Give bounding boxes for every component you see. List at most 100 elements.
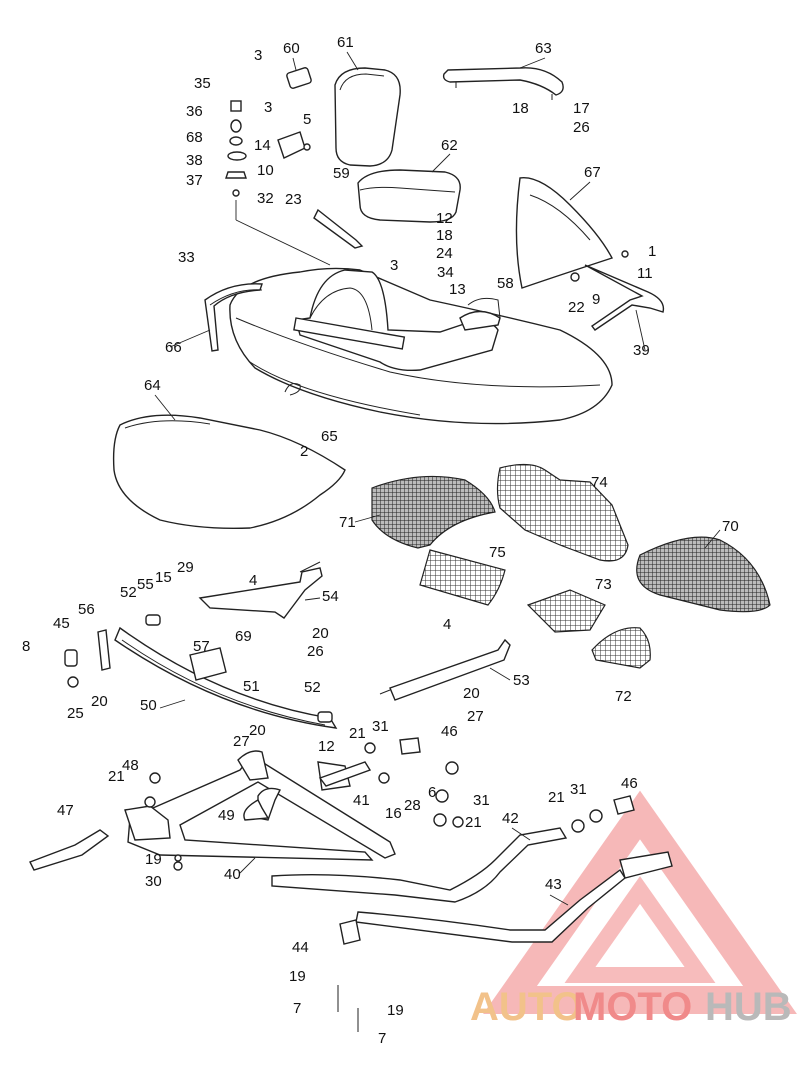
callout-11: 11 xyxy=(637,265,653,282)
callout-18: 18 xyxy=(436,227,453,244)
callout-20: 20 xyxy=(463,685,480,702)
callout-67: 67 xyxy=(584,164,601,181)
callout-41: 41 xyxy=(353,792,370,809)
callout-2: 2 xyxy=(300,443,308,460)
callout-27: 27 xyxy=(233,733,250,750)
sidecar-body xyxy=(204,267,613,425)
mesh-panel-70 xyxy=(636,536,771,613)
callout-26: 26 xyxy=(573,119,590,136)
callout-63: 63 xyxy=(535,40,552,57)
callout-26: 26 xyxy=(307,643,324,660)
callout-17: 17 xyxy=(573,100,590,117)
callout-58: 58 xyxy=(497,275,514,292)
callout-31: 31 xyxy=(372,718,389,735)
callout-7: 7 xyxy=(293,1000,301,1017)
callout-3: 3 xyxy=(264,99,272,116)
callout-8: 8 xyxy=(22,638,30,655)
callout-13: 13 xyxy=(449,281,466,298)
callout-19: 19 xyxy=(387,1002,404,1019)
fasteners xyxy=(144,742,603,871)
callout-56: 56 xyxy=(78,601,95,618)
callout-62: 62 xyxy=(441,137,458,154)
callout-46: 46 xyxy=(441,723,458,740)
callout-22: 22 xyxy=(568,299,585,316)
callout-44: 44 xyxy=(292,939,309,956)
callout-12: 12 xyxy=(436,210,453,227)
callout-69: 69 xyxy=(235,628,252,645)
windshield xyxy=(515,177,665,331)
callout-31: 31 xyxy=(570,781,587,798)
callout-30: 30 xyxy=(145,873,162,890)
callout-25: 25 xyxy=(67,705,84,722)
callout-16: 16 xyxy=(385,805,402,822)
callout-45: 45 xyxy=(53,615,70,632)
mesh-panel-75 xyxy=(419,549,506,606)
callout-53: 53 xyxy=(513,672,530,689)
backrest-bracket xyxy=(286,67,312,89)
callout-33: 33 xyxy=(178,249,195,266)
callout-3: 3 xyxy=(390,257,398,274)
callout-21: 21 xyxy=(108,768,125,785)
watermark-auto: AUTO xyxy=(470,985,583,1029)
callout-54: 54 xyxy=(322,588,339,605)
callout-24: 24 xyxy=(436,245,453,262)
callout-43: 43 xyxy=(545,876,562,893)
callout-4: 4 xyxy=(443,616,451,633)
callout-46: 46 xyxy=(621,775,638,792)
callout-65: 65 xyxy=(321,428,338,445)
callout-52: 52 xyxy=(304,679,321,696)
frame-assembly xyxy=(29,561,673,1032)
backrest xyxy=(286,67,401,167)
callout-7: 7 xyxy=(378,1030,386,1047)
callout-5: 5 xyxy=(303,111,311,128)
callout-4: 4 xyxy=(249,572,257,589)
callout-59: 59 xyxy=(333,165,350,182)
callout-27: 27 xyxy=(467,708,484,725)
callout-labels: 61 60 3 3 3 35 36 68 38 37 10 32 14 5 59… xyxy=(22,34,739,1047)
callout-15: 15 xyxy=(155,569,172,586)
callout-36: 36 xyxy=(186,103,203,120)
callout-57: 57 xyxy=(193,638,210,655)
callout-6: 6 xyxy=(428,784,436,801)
callout-37: 37 xyxy=(186,172,203,189)
watermark-text: AUTO MOTO HUB xyxy=(470,985,792,1029)
callout-10: 10 xyxy=(257,162,274,179)
callout-20: 20 xyxy=(312,625,329,642)
callout-61: 61 xyxy=(337,34,354,51)
callout-42: 42 xyxy=(502,810,519,827)
watermark-moto: MOTO xyxy=(573,985,692,1029)
callout-32: 32 xyxy=(257,190,274,207)
callout-9: 9 xyxy=(592,291,600,308)
seat-hardware xyxy=(225,100,364,266)
floor-cover xyxy=(112,414,346,530)
mesh-panel-74 xyxy=(496,463,629,562)
callout-64: 64 xyxy=(144,377,161,394)
callout-23: 23 xyxy=(285,191,302,208)
callout-73: 73 xyxy=(595,576,612,593)
callout-1: 1 xyxy=(648,243,656,260)
callout-20: 20 xyxy=(249,722,266,739)
seat-cushion xyxy=(357,169,461,223)
callout-28: 28 xyxy=(404,797,421,814)
callout-14: 14 xyxy=(254,137,271,154)
callout-35: 35 xyxy=(194,75,211,92)
callout-49: 49 xyxy=(218,807,235,824)
callout-48: 48 xyxy=(122,757,139,774)
grab-rail xyxy=(442,67,564,100)
callout-68: 68 xyxy=(186,129,203,146)
callout-39: 39 xyxy=(633,342,650,359)
callout-21: 21 xyxy=(349,725,366,742)
callout-66: 66 xyxy=(165,339,182,356)
callout-50: 50 xyxy=(140,697,157,714)
watermark-logo xyxy=(483,790,797,1014)
callout-29: 29 xyxy=(177,559,194,576)
callout-19: 19 xyxy=(289,968,306,985)
callout-31: 31 xyxy=(473,792,490,809)
callout-38: 38 xyxy=(186,152,203,169)
callout-19: 19 xyxy=(145,851,162,868)
callout-12: 12 xyxy=(318,738,335,755)
callout-71: 71 xyxy=(339,514,356,531)
callout-21: 21 xyxy=(465,814,482,831)
callout-34: 34 xyxy=(437,264,454,281)
